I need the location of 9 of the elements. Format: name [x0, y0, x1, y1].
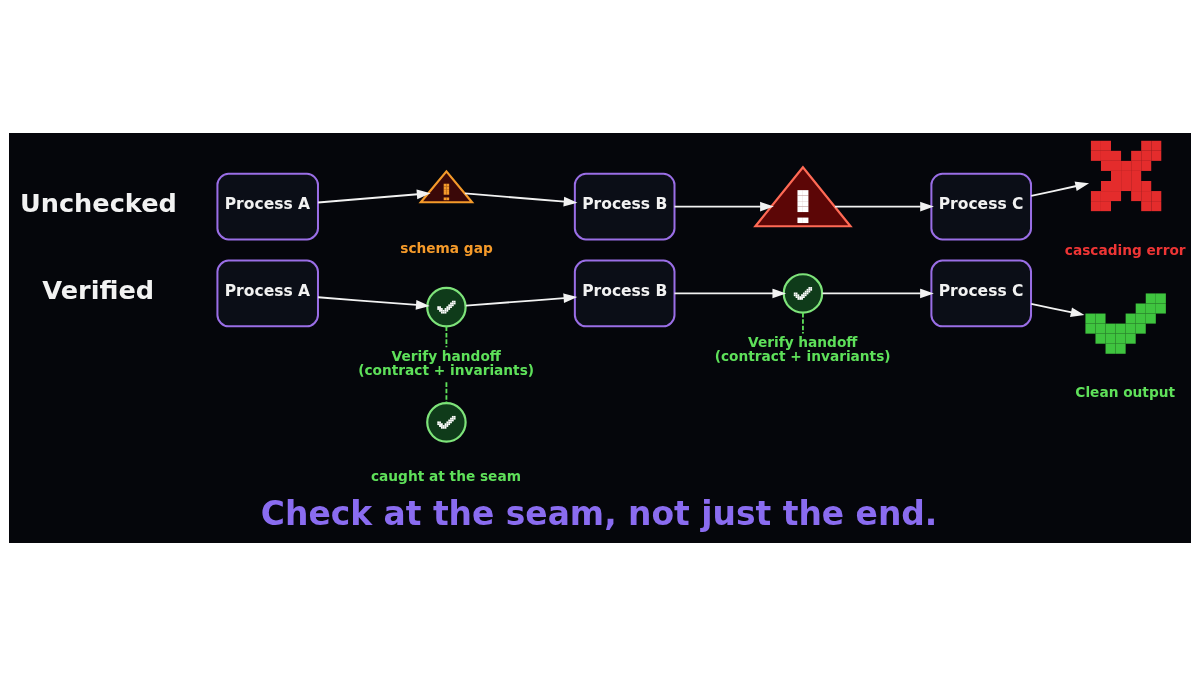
node-label: cascading error — [1064, 241, 1186, 258]
label: Verified — [42, 274, 155, 305]
node-text: Verify handoff (contract + invariants) — [714, 333, 891, 364]
label: Unchecked — [19, 187, 177, 218]
node-label: caught at the seam — [371, 467, 521, 484]
node-text: Verify handoff (contract + invariants) — [358, 347, 535, 378]
node-label: Clean output — [1075, 383, 1176, 400]
node-label: schema gap — [400, 239, 493, 256]
caption: Check at the seam, not just the end. — [260, 493, 938, 533]
